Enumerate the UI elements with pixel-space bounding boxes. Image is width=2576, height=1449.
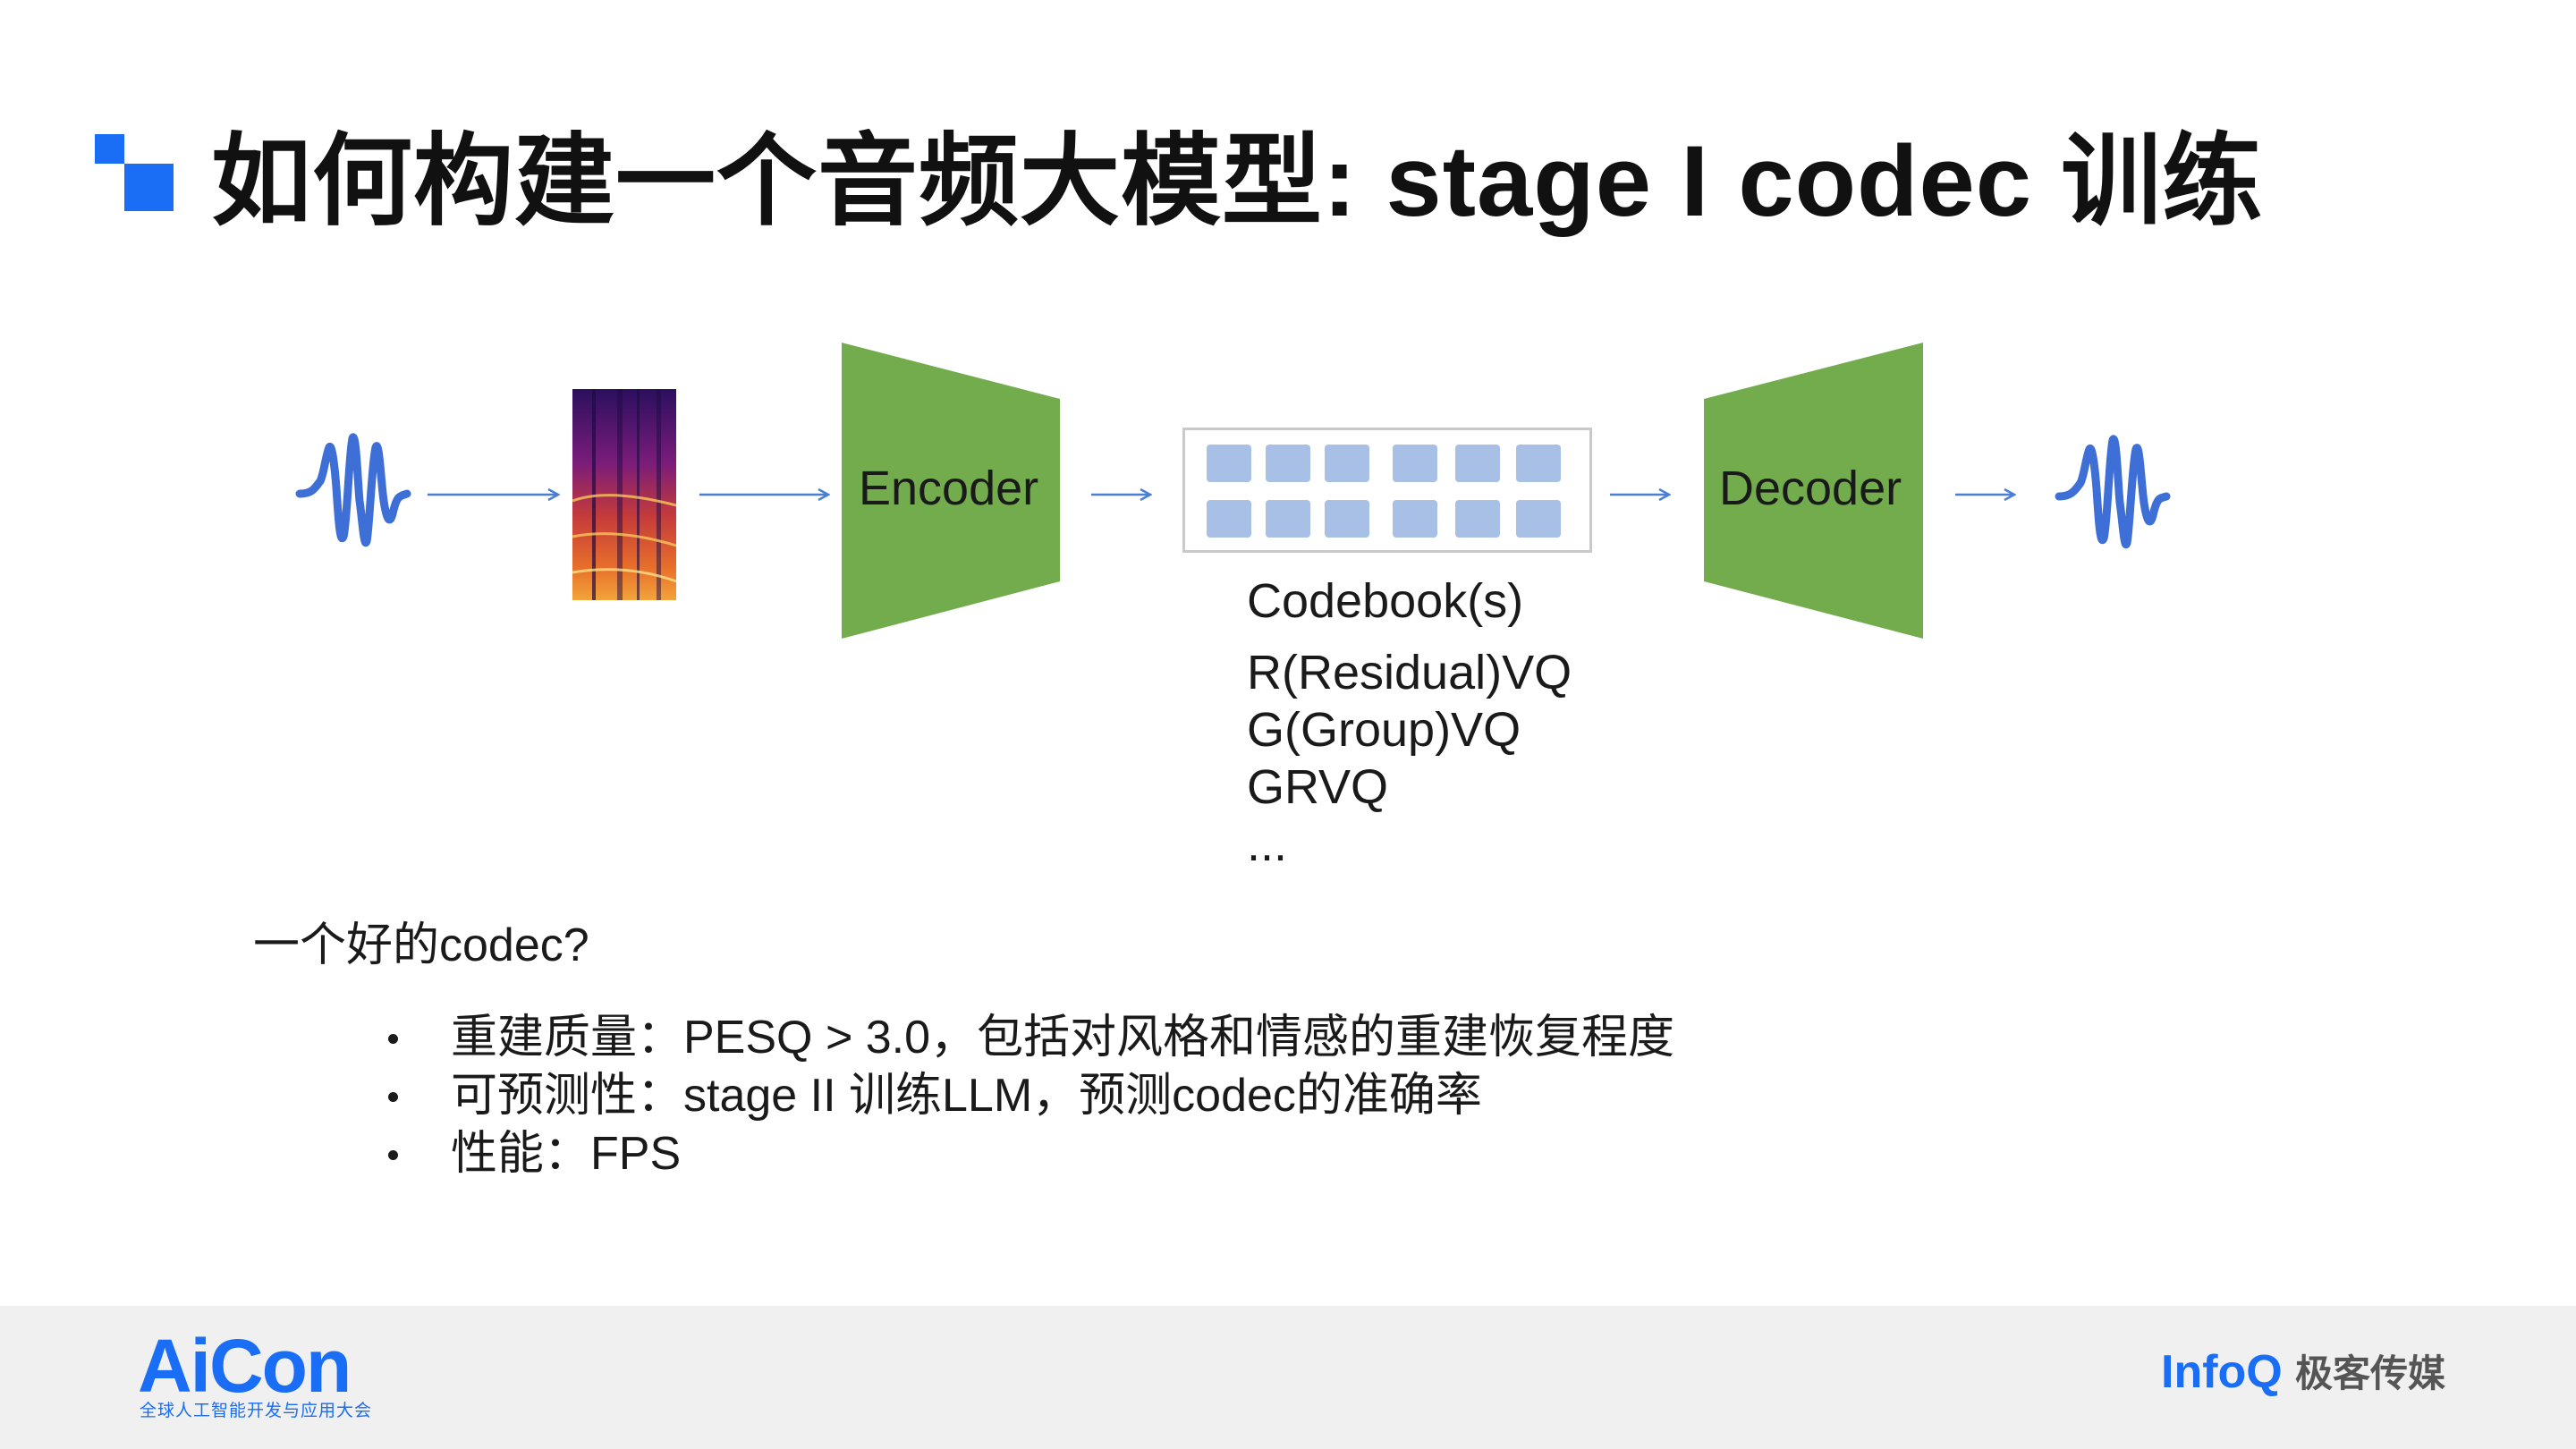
codebook-cell	[1207, 500, 1251, 538]
input-waveform-icon	[295, 433, 411, 547]
codebook-types-list: Codebook(s) R(Residual)VQ G(Group)VQ GRV…	[1247, 572, 1572, 873]
codebook-type: R(Residual)VQ	[1247, 646, 1572, 699]
list-item: 性能：FPS	[385, 1125, 1674, 1183]
codebook-cell	[1516, 500, 1561, 538]
codebook-cell	[1455, 445, 1500, 482]
list-item-text: 性能：FPS	[451, 1128, 682, 1180]
codebook-grid	[1182, 428, 1592, 553]
codebook-cell	[1516, 445, 1561, 482]
criteria-list: 重建质量：PESQ > 3.0，包括对风格和情感的重建恢复程度 可预测性：sta…	[385, 1009, 1674, 1183]
decoder-label: Decoder	[1719, 462, 1902, 515]
list-item-text: 可预测性：stage II 训练LLM，预测codec的准确率	[451, 1070, 1482, 1122]
spectrogram-icon	[572, 389, 677, 600]
codebook-cell	[1207, 445, 1251, 482]
infoq-logo: InfoQ	[2161, 1346, 2283, 1398]
footer-bar	[0, 1306, 2576, 1449]
infoq-media-label: 极客传媒	[2295, 1352, 2446, 1394]
bullet-dot-icon	[388, 1034, 398, 1044]
aicon-subtitle: 全球人工智能开发与应用大会	[140, 1402, 373, 1420]
codec-pipeline-diagram	[295, 343, 2171, 639]
decoder-block	[1704, 343, 1923, 639]
codebook-cell	[1455, 500, 1500, 538]
list-item: 可预测性：stage II 训练LLM，预测codec的准确率	[385, 1067, 1674, 1125]
title-square-icon	[95, 134, 174, 211]
codebook-title: Codebook(s)	[1247, 574, 1524, 628]
bullet-dot-icon	[388, 1150, 398, 1160]
codebook-type: GRVQ	[1247, 760, 1389, 814]
encoder-label: Encoder	[859, 462, 1039, 515]
codebook-type: G(Group)VQ	[1247, 703, 1521, 757]
section-question: 一个好的codec?	[253, 919, 589, 971]
codebook-cell	[1325, 445, 1369, 482]
bullet-dot-icon	[388, 1092, 398, 1102]
list-item-text: 重建质量：PESQ > 3.0，包括对风格和情感的重建恢复程度	[451, 1012, 1675, 1063]
codebook-cell	[1393, 500, 1437, 538]
codebook-cell	[1266, 500, 1310, 538]
codebook-type: ...	[1247, 818, 1288, 871]
aicon-logo: AiCon	[138, 1324, 352, 1408]
encoder-block	[842, 343, 1060, 639]
codebook-cell	[1325, 500, 1369, 538]
codebook-cell	[1393, 445, 1437, 482]
page-title: 如何构建一个音频大模型: stage I codec 训练	[211, 125, 2264, 237]
output-waveform-icon	[2055, 435, 2171, 549]
list-item: 重建质量：PESQ > 3.0，包括对风格和情感的重建恢复程度	[385, 1009, 1674, 1067]
codebook-cell	[1266, 445, 1310, 482]
